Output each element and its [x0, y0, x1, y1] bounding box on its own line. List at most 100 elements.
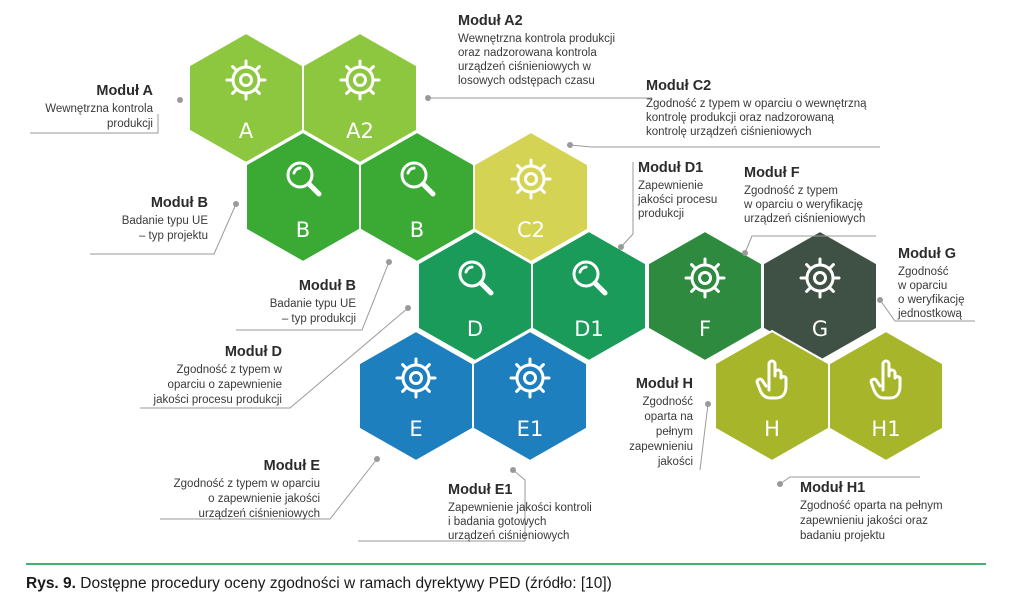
- module-description-line: Zgodność z typem w: [177, 364, 283, 376]
- module-description-line: Zapewnienie: [638, 180, 703, 192]
- module-description-line: zapewnieniu: [629, 441, 693, 453]
- hexagon-letter: G: [812, 317, 828, 341]
- module-description-line: Zgodność z typem: [744, 185, 838, 197]
- hexagon-h1: H1: [828, 329, 944, 463]
- module-description-line: zapewnieniu jakości oraz: [800, 515, 928, 527]
- module-title: Moduł B: [151, 195, 208, 211]
- module-description-line: kontrolę produkcji oraz nadzorowaną: [646, 112, 835, 124]
- leader-line: [160, 458, 378, 520]
- hexagon-c2: C2: [473, 130, 589, 264]
- label-a2: Moduł A2 Wewnętrzna kontrola produkcji ora…: [425, 13, 652, 101]
- hexagon-letter: A2: [346, 119, 374, 143]
- label-h: Moduł H Zgodność oparta na pełnym zapewnieni…: [629, 376, 711, 471]
- hexagon-d1: D1: [531, 229, 647, 363]
- module-title: Moduł D: [225, 344, 282, 360]
- label-f: Moduł F Zgodność z typem w oparciu o weryf…: [742, 165, 876, 256]
- leader-dot: [618, 244, 624, 250]
- label-g: Moduł G Zgodność w oparciu o weryfikację jed…: [877, 246, 975, 322]
- leader-line: [236, 261, 390, 331]
- module-title: Moduł H: [636, 376, 693, 392]
- leader-line: [620, 162, 634, 248]
- caption-text: Dostępne procedury oceny zgodności w ram…: [75, 575, 612, 592]
- hexagon-e1: E1: [472, 329, 588, 463]
- module-description-line: Zgodność: [898, 266, 949, 278]
- leader-line: [744, 235, 876, 254]
- leader-dot: [877, 297, 883, 303]
- module-title: Moduł C2: [646, 78, 711, 94]
- leader-line: [569, 144, 880, 148]
- hexagon-letter: B: [410, 218, 424, 242]
- module-description-line: – typ projektu: [139, 230, 208, 242]
- hexagon-letter: E1: [517, 417, 544, 441]
- module-description-line: jakości procesu: [637, 194, 717, 206]
- hexagon-f: F: [647, 229, 763, 363]
- hexagon-b1: B: [245, 130, 361, 264]
- leader-dot: [705, 401, 711, 407]
- module-description-line: pełnym: [656, 426, 693, 438]
- leader-dot: [405, 305, 411, 311]
- module-description-line: Badanie typu UE: [122, 215, 209, 227]
- module-description-line: o weryfikację: [898, 294, 964, 306]
- module-title: Moduł A2: [458, 13, 523, 29]
- hexagon-shape: [531, 229, 647, 363]
- leader-dot: [374, 456, 380, 462]
- leader-dot: [425, 95, 431, 101]
- module-description-line: Wewnętrzna kontrola produkcji: [458, 33, 615, 45]
- module-description-line: o zapewnienie jakości: [208, 493, 320, 505]
- module-title: Moduł E1: [448, 482, 512, 498]
- label-d: Moduł D Zgodność z typem w oparciu o zapew…: [140, 305, 411, 409]
- leader-dot: [177, 97, 183, 103]
- hexagon-letter: H1: [871, 417, 900, 441]
- module-description-line: – typ produkcji: [282, 313, 356, 325]
- module-title: Moduł H1: [800, 480, 865, 496]
- module-description-line: w oparciu: [897, 280, 947, 292]
- module-description-line: jakości: [657, 456, 693, 468]
- label-e: Moduł E Zgodność z typem w oparciu o zapew…: [160, 456, 380, 520]
- hexagon-letter: D1: [574, 317, 604, 341]
- module-description-line: oparciu o zapewnienie: [168, 379, 282, 391]
- leader-line: [30, 114, 159, 134]
- hexagon-letter: H: [764, 417, 780, 441]
- module-description-line: oraz nadzorowana kontrola: [458, 47, 597, 59]
- module-description-line: urządzeń ciśnieniowych: [448, 530, 569, 542]
- hexagon-a2: A2: [302, 31, 418, 165]
- leader-dot: [567, 142, 573, 148]
- leader-dot: [233, 201, 239, 207]
- module-description-line: Zgodność: [642, 396, 693, 408]
- label-c2: Moduł C2 Zgodność z typem w oparciu o wew…: [567, 78, 880, 148]
- label-a: Moduł A Wewnętrzna kontrola produkcji: [30, 83, 183, 134]
- module-description-line: i badania gotowych: [448, 516, 546, 528]
- leader-line: [779, 476, 920, 485]
- leader-line: [90, 203, 237, 255]
- module-description-line: Badanie typu UE: [270, 298, 357, 310]
- module-title: Moduł A: [96, 83, 153, 99]
- leader-line: [358, 469, 526, 542]
- module-description-line: Zgodność z typem w oparciu o wewnętrzną: [646, 98, 867, 110]
- module-title: Moduł F: [744, 165, 800, 181]
- module-description-line: produkcji: [107, 118, 153, 130]
- module-description-line: kontrolę urządzeń ciśnieniowych: [646, 126, 812, 138]
- module-description-line: urządzeń ciśnieniowych: [199, 508, 320, 520]
- module-description-line: Zgodność z typem w oparciu: [174, 478, 320, 490]
- leader-dot: [510, 467, 516, 473]
- module-title: Moduł E: [264, 458, 321, 474]
- label-b1: Moduł B Badanie typu UE – typ projektu: [90, 195, 239, 255]
- module-description-line: Wewnętrzna kontrola: [45, 103, 153, 115]
- module-description-line: jednostkową: [897, 308, 963, 320]
- caption-prefix: Rys. 9.: [26, 575, 76, 592]
- module-description-line: urządzeń ciśnieniowych: [744, 213, 865, 225]
- module-description-line: produkcji: [638, 208, 684, 220]
- hexagon-letter: C2: [517, 218, 545, 242]
- hexagon-letter: F: [699, 317, 711, 341]
- hexagon-letter: B: [296, 218, 310, 242]
- module-description-line: losowych odstępach czasu: [458, 75, 595, 87]
- module-description-line: oparta na: [644, 411, 693, 423]
- module-description-line: w oparciu o weryfikację: [743, 199, 863, 211]
- module-title: Moduł G: [898, 246, 956, 262]
